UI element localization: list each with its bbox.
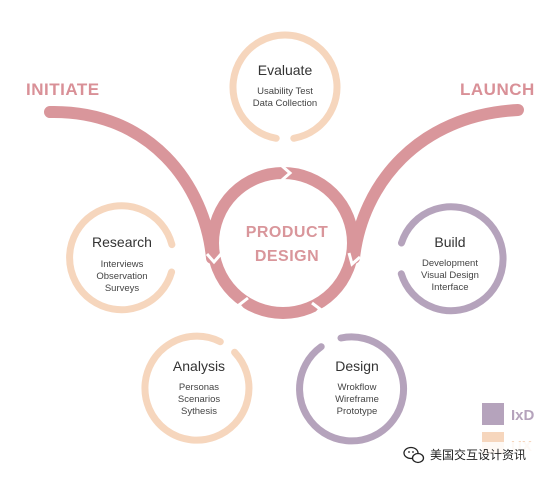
- node-evaluate-ring: [229, 31, 341, 142]
- node-evaluate-item: Usability Test: [257, 86, 313, 97]
- node-build-item: Development: [422, 258, 478, 269]
- node-build-item: Interface: [432, 282, 469, 293]
- node-build: Build Development Visual Design Interfac…: [397, 203, 507, 315]
- center-label-product: PRODUCT: [246, 224, 329, 241]
- node-research-item: Surveys: [105, 283, 140, 294]
- node-analysis: Analysis Personas Scenarios Sythesis: [141, 332, 253, 444]
- central-cycle-ring: [205, 164, 361, 319]
- node-analysis-title: Analysis: [173, 358, 225, 374]
- node-build-ring: [397, 203, 507, 315]
- node-research-title: Research: [92, 234, 152, 250]
- node-analysis-ring: [141, 332, 253, 444]
- legend-label-ixd: IxD: [511, 407, 535, 424]
- legend-swatch-ixd: [482, 403, 504, 425]
- node-design-item: Wrokflow: [338, 382, 377, 393]
- phase-label-launch: LAUNCH: [460, 80, 535, 99]
- center-label-design: DESIGN: [255, 248, 319, 265]
- node-design-item: Prototype: [337, 406, 378, 417]
- node-design-item: Wireframe: [335, 394, 379, 405]
- node-evaluate-item: Data Collection: [253, 98, 317, 109]
- node-analysis-item: Personas: [179, 382, 219, 393]
- node-build-item: Visual Design: [421, 270, 479, 281]
- phase-label-initiate: INITIATE: [26, 80, 100, 99]
- node-build-title: Build: [434, 234, 465, 250]
- watermark: 美国交互设计资讯: [400, 442, 555, 466]
- node-research-ring: [66, 202, 176, 314]
- node-analysis-item: Sythesis: [181, 406, 217, 417]
- node-design: Design Wrokflow Wireframe Prototype: [296, 333, 407, 445]
- node-analysis-item: Scenarios: [178, 394, 220, 405]
- node-evaluate-title: Evaluate: [258, 62, 313, 78]
- node-design-title: Design: [335, 358, 379, 374]
- node-evaluate: Evaluate Usability Test Data Collection: [229, 31, 341, 142]
- node-research: Research Interviews Observation Surveys: [66, 202, 176, 314]
- lifecycle-arc-right: [348, 104, 524, 264]
- node-research-item: Observation: [96, 271, 147, 282]
- node-design-ring: [296, 333, 407, 445]
- wechat-icon: [403, 446, 425, 464]
- watermark-text: 美国交互设计资讯: [430, 447, 526, 462]
- node-research-item: Interviews: [101, 259, 144, 270]
- lifecycle-arc-left: [44, 105, 218, 264]
